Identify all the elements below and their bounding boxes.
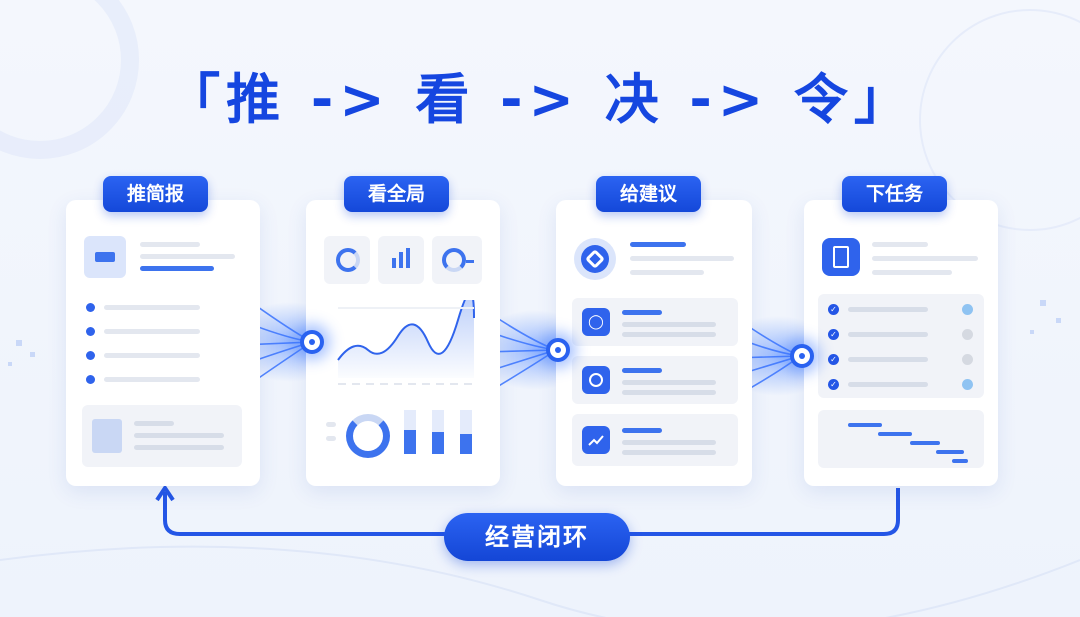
task-list: ✓ ✓ ✓ ✓ — [818, 294, 984, 398]
check-icon: ✓ — [828, 329, 839, 340]
bar-1 — [404, 410, 416, 454]
connector-node-2 — [546, 338, 570, 362]
gantt-chart — [818, 410, 984, 468]
step-label-1: 推简报 — [103, 176, 209, 212]
bar-chart-icon — [378, 236, 424, 284]
connector-node-1 — [300, 330, 324, 354]
page-title: 「推 -> 看 -> 决 -> 令」 — [166, 68, 914, 131]
check-icon: ✓ — [828, 304, 839, 315]
area-chart — [337, 300, 475, 385]
check-icon: ✓ — [828, 379, 839, 390]
arrow-up-icon — [155, 484, 175, 502]
loop-label: 经营闭环 — [444, 513, 630, 561]
gauge-icon — [432, 236, 482, 284]
lightbulb-icon: ◯ — [582, 308, 610, 336]
clipboard-icon — [822, 238, 860, 276]
report-icon — [84, 236, 126, 278]
bar-3 — [460, 410, 472, 454]
check-icon: ✓ — [828, 354, 839, 365]
hexagon-icon — [574, 238, 616, 280]
connector-node-3 — [790, 344, 814, 368]
trend-icon — [582, 426, 610, 454]
target-icon — [582, 366, 610, 394]
summary-block — [82, 405, 242, 467]
bar-2 — [432, 410, 444, 454]
card-overview — [306, 200, 500, 486]
donut-icon — [324, 236, 370, 284]
card-tasks: ✓ ✓ ✓ ✓ — [804, 200, 998, 486]
step-label-4: 下任务 — [842, 176, 948, 212]
card-briefing — [66, 200, 260, 486]
step-label-2: 看全局 — [344, 176, 450, 212]
advice-item-2 — [572, 356, 738, 404]
donut-chart — [346, 414, 390, 458]
advice-item-3 — [572, 414, 738, 466]
step-label-3: 给建议 — [596, 176, 702, 212]
card-advice: ◯ — [556, 200, 752, 486]
advice-item-1: ◯ — [572, 298, 738, 346]
